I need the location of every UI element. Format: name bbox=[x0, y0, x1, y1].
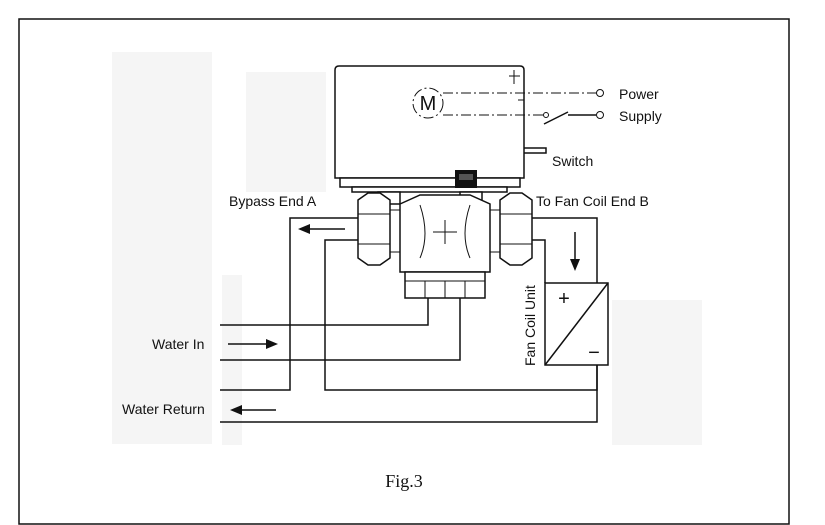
figure-caption: Fig.3 bbox=[385, 471, 423, 491]
water-return-label: Water Return bbox=[122, 401, 205, 417]
supply-label: Supply bbox=[619, 108, 662, 124]
fan-coil-minus: − bbox=[588, 342, 600, 364]
water-in-label: Water In bbox=[152, 336, 204, 352]
switch-label: Switch bbox=[552, 153, 593, 169]
fan-coil-end-b-label: To Fan Coil End B bbox=[536, 193, 649, 209]
bypass-end-a-label: Bypass End A bbox=[229, 193, 317, 209]
fan-coil-unit: + − bbox=[544, 282, 609, 366]
motor-label: M bbox=[420, 93, 437, 115]
actuator-housing bbox=[334, 65, 547, 193]
flow-arrows bbox=[228, 224, 580, 415]
motor-symbol: M bbox=[412, 87, 600, 119]
background-panels bbox=[112, 52, 702, 445]
fan-coil-plus: + bbox=[558, 288, 570, 310]
fan-coil-unit-label: Fan Coil Unit bbox=[522, 285, 538, 366]
figure-frame bbox=[18, 18, 790, 525]
power-label: Power bbox=[619, 86, 659, 102]
power-terminals bbox=[543, 89, 604, 125]
valve-body bbox=[357, 191, 533, 299]
